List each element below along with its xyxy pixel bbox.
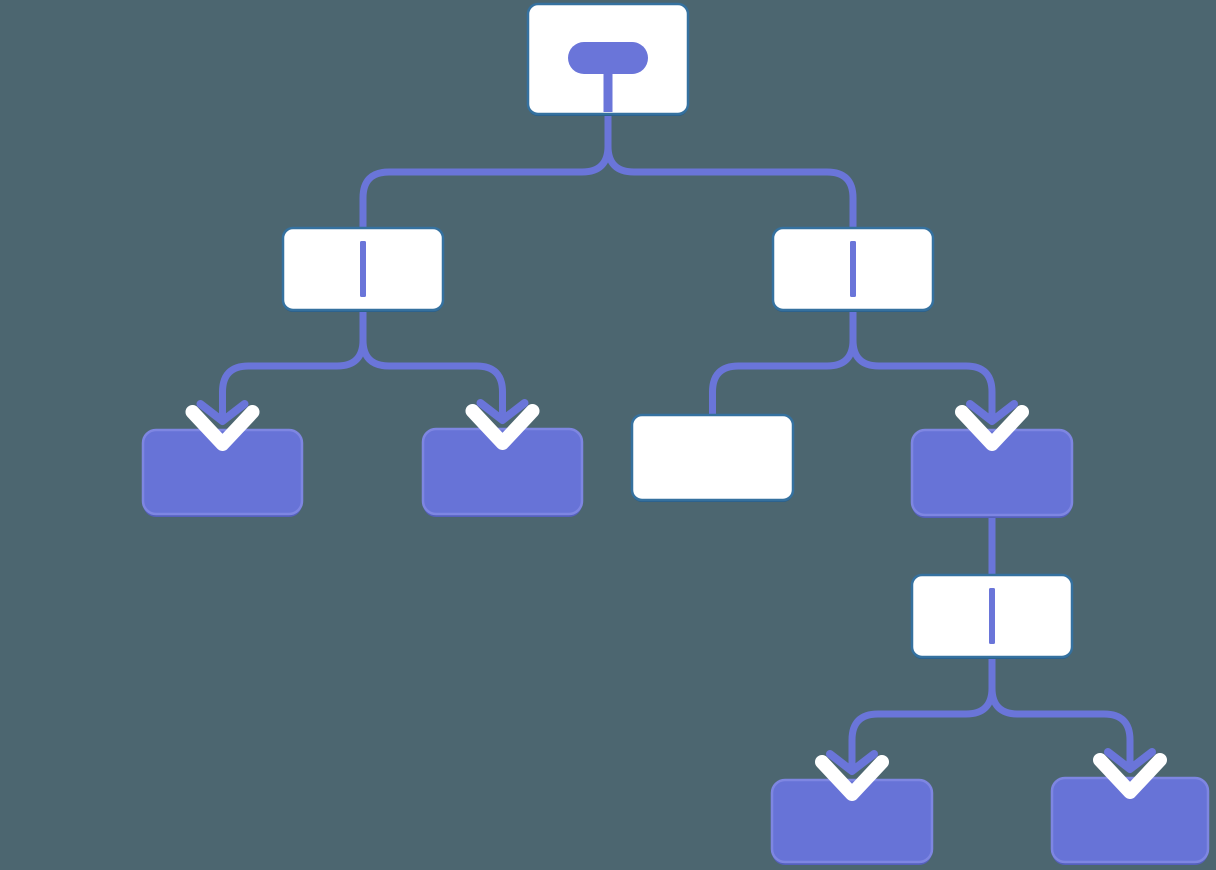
edge-branch-right-leaf-3 bbox=[849, 310, 996, 418]
chevron-double-down-arrow-icon bbox=[815, 750, 889, 801]
chevron-double-down-arrow-icon bbox=[185, 400, 260, 451]
vertical-divider-icon bbox=[360, 241, 366, 297]
chevron-double-down-arrow-icon bbox=[955, 400, 1029, 451]
node-leaf-4[interactable] bbox=[770, 778, 934, 865]
arrow-halo-chevron bbox=[1093, 753, 1167, 799]
node-leaf-3[interactable] bbox=[910, 428, 1074, 518]
arrow-halo-chevron bbox=[815, 755, 889, 801]
chevron-double-down-arrow-icon bbox=[465, 399, 540, 450]
arrow-halo-chevron bbox=[955, 405, 1029, 451]
arrow-head-chevron bbox=[826, 750, 878, 775]
leaf-card bbox=[910, 428, 1074, 517]
vertical-divider-icon bbox=[850, 241, 856, 297]
white-card bbox=[630, 413, 795, 502]
arrow-head-chevron bbox=[476, 399, 529, 424]
node-leaf-2[interactable] bbox=[421, 427, 584, 517]
node-branch-right[interactable] bbox=[771, 226, 935, 312]
pill-stem-icon bbox=[568, 42, 648, 112]
arrow-head-chevron bbox=[1104, 748, 1156, 773]
leaf-card bbox=[141, 428, 304, 516]
node-leaf-1[interactable] bbox=[141, 428, 304, 517]
node-card-empty[interactable] bbox=[630, 413, 795, 502]
edge-branch-left-leaf-2 bbox=[359, 310, 506, 417]
leaf-card bbox=[1050, 776, 1210, 864]
arrow-halo-chevron bbox=[465, 404, 540, 450]
arrow-head-chevron bbox=[966, 400, 1018, 425]
node-branch-left[interactable] bbox=[281, 226, 445, 312]
node-leaf-5[interactable] bbox=[1050, 776, 1210, 865]
node-root[interactable] bbox=[526, 2, 690, 116]
leaf-card bbox=[421, 427, 584, 516]
vertical-divider-icon bbox=[989, 588, 995, 644]
node-branch-mid[interactable] bbox=[910, 573, 1074, 659]
pill-stem bbox=[603, 70, 613, 112]
edge-branch-mid-leaf-5 bbox=[988, 657, 1134, 766]
arrow-head-chevron bbox=[196, 400, 249, 425]
arrow-halo-chevron bbox=[185, 405, 260, 451]
pill-shape bbox=[568, 42, 648, 74]
leaf-card bbox=[770, 778, 934, 864]
chevron-double-down-arrow-icon bbox=[1093, 748, 1167, 799]
edge-root-branch-right bbox=[604, 114, 857, 231]
